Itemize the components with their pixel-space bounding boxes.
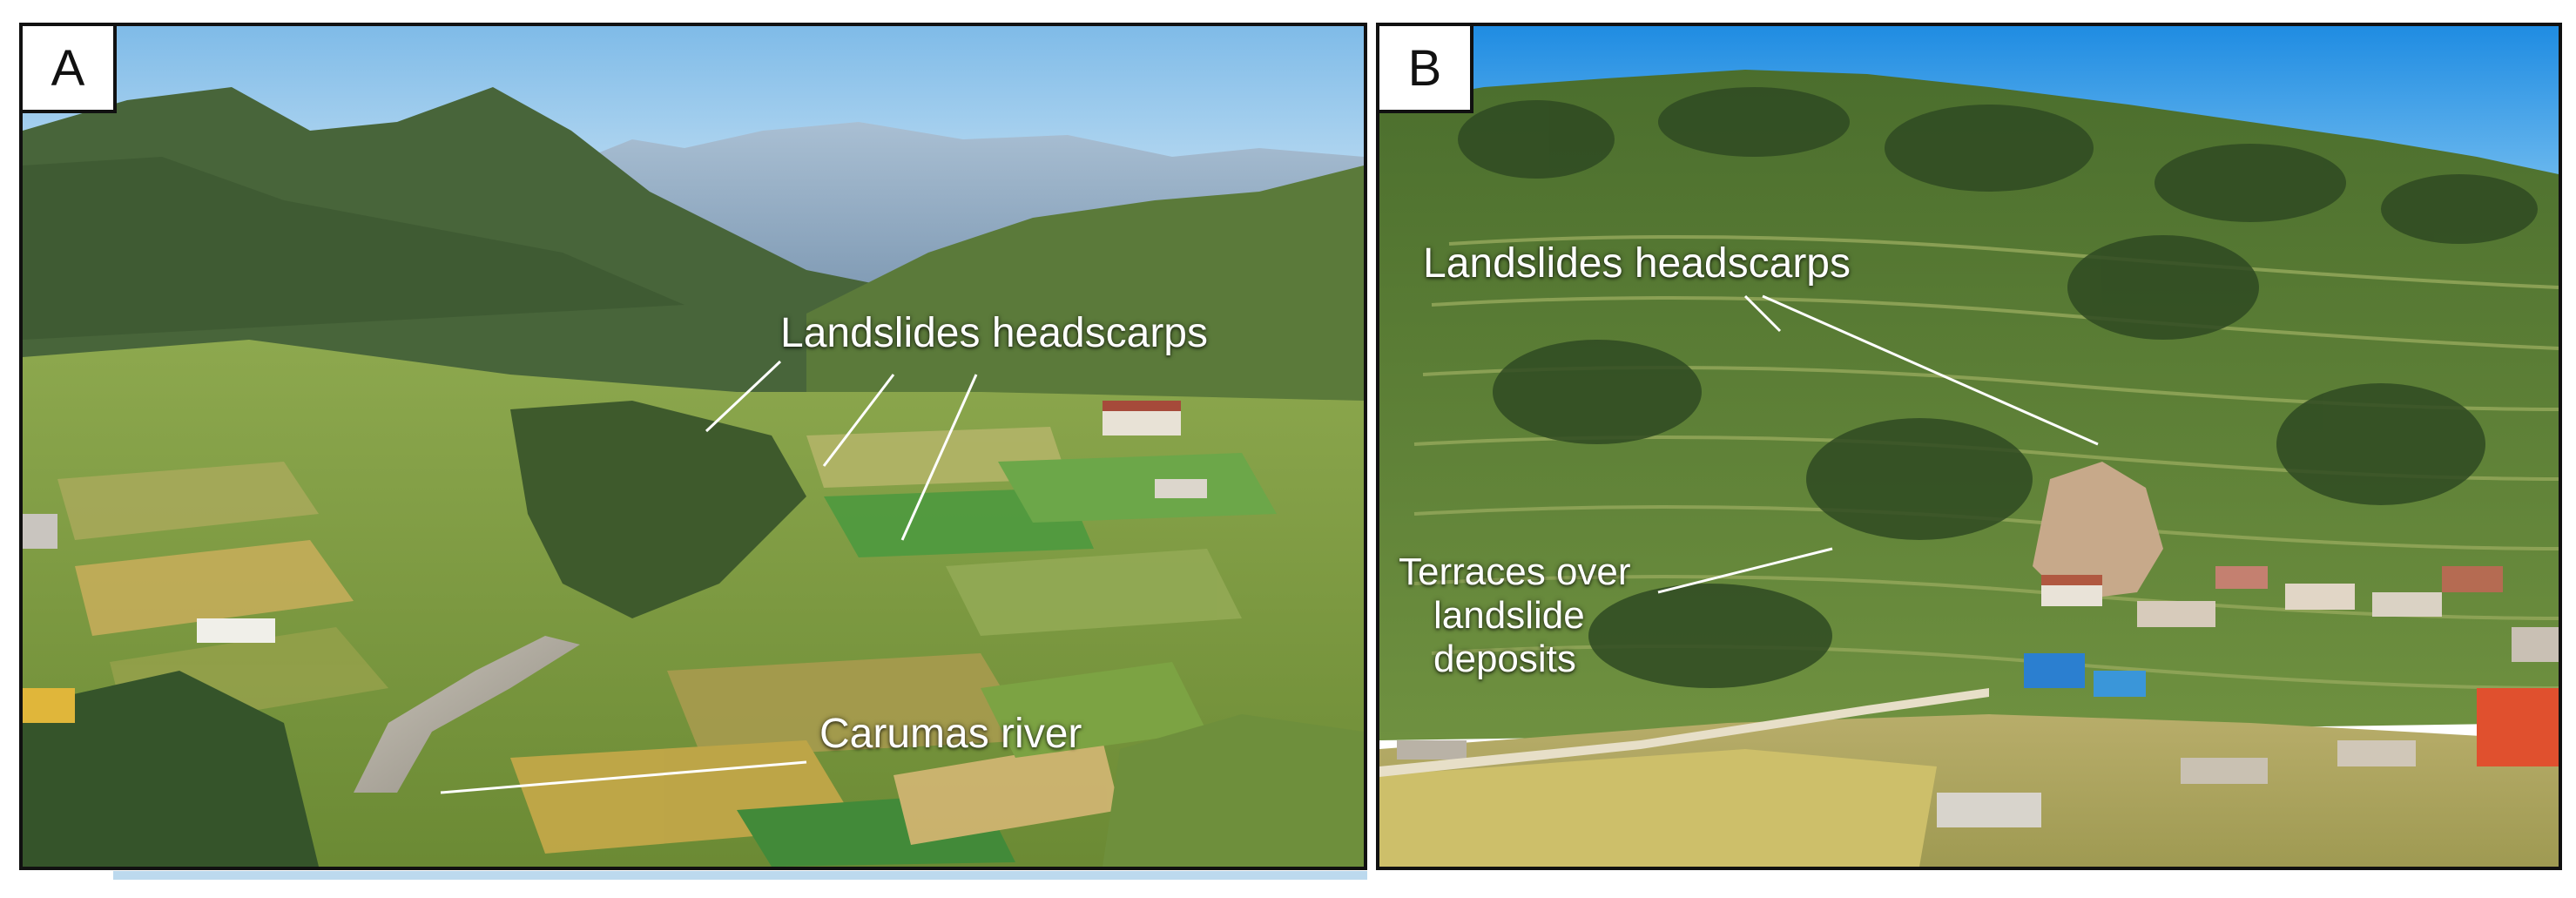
bottom-rule (113, 871, 1367, 880)
tree-clusters (1458, 87, 2538, 688)
panel-b-headscarps-label: Landslides headscarps (1423, 240, 1851, 287)
terraces-label-line-3: deposits (1433, 638, 1576, 680)
panel-a-letter: A (23, 26, 117, 113)
panel-b-terraces-label: Terraces over landslide deposits (1399, 550, 1660, 681)
dirt-road (1379, 688, 1989, 777)
panel-b-letter: B (1379, 26, 1473, 113)
panel-a-river-label: Carumas river (819, 711, 1082, 757)
panel-a: A Landslides headscarps Carumas river (19, 23, 1367, 870)
terrace-fields (57, 427, 1277, 867)
landslide-scar (2033, 462, 2163, 601)
left-mountain-shadow (23, 157, 684, 340)
panel-a-photo (23, 26, 1364, 867)
panel-b-photo (1379, 26, 2559, 867)
gorge (510, 401, 806, 618)
river (354, 636, 580, 793)
buildings (23, 401, 1207, 723)
field-yellow (1379, 749, 1937, 867)
panel-b: B Landslides headscarps Terraces over la… (1376, 23, 2562, 870)
terraces-label-line-1: Terraces over (1399, 550, 1631, 593)
village-buildings (1397, 566, 2559, 827)
terraces-label-line-2: landslide (1433, 594, 1585, 637)
panel-a-headscarps-label: Landslides headscarps (780, 310, 1208, 356)
forest-left (23, 671, 319, 867)
bushes-right (1103, 714, 1364, 867)
